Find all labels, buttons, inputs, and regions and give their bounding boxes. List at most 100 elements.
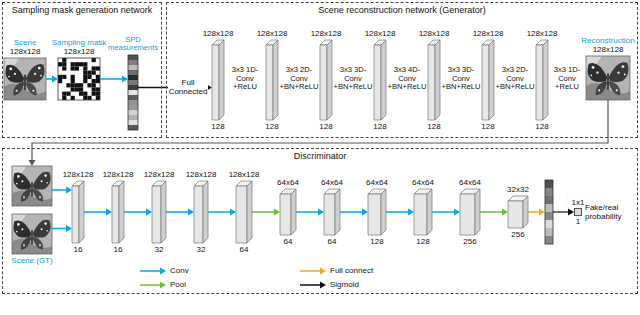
feature-map-shape	[536, 40, 548, 120]
label-text: 128x128	[311, 29, 342, 38]
label-text: 128	[373, 122, 386, 131]
label-text: 128	[265, 122, 278, 131]
feature-map: 128x128128	[428, 40, 440, 120]
reconstruction-image	[586, 56, 630, 100]
label-text: Sampling mask generation network	[3, 3, 161, 15]
feature-map-shape	[414, 189, 432, 235]
connector-arrow	[208, 209, 236, 216]
feature-map: 128x12832	[152, 181, 166, 243]
feature-map: 128x12864	[236, 181, 252, 243]
feature-map-shape	[374, 40, 386, 120]
connector-arrow	[46, 76, 58, 83]
feature-map: 128x128128	[212, 40, 224, 120]
feature-map: 128x128128	[536, 40, 548, 120]
feature-map: 128x12832	[194, 181, 208, 243]
feature-map-shape	[324, 189, 340, 235]
feature-map-shape	[212, 40, 224, 120]
feature-map: 128x12816	[112, 181, 124, 243]
feature-map: 64x64128	[414, 189, 432, 235]
connector-arrow	[432, 209, 460, 216]
label-text: 128	[319, 122, 332, 131]
label-stack: Sampling mask128x128	[52, 38, 107, 56]
label-text: 64x64	[366, 178, 388, 187]
label-stack: 128	[370, 237, 383, 246]
label-stack: 128	[535, 122, 548, 131]
label-text: Discriminator	[3, 149, 637, 161]
feature-map: 64x6464	[280, 189, 296, 235]
feature-map-shape	[428, 40, 440, 120]
label-text: 32	[155, 245, 164, 254]
feature-map: 128x128128	[374, 40, 386, 120]
output-unit: 1x11Fake/real probability	[574, 208, 582, 216]
feature-map: 32x32256	[508, 196, 528, 228]
label-stack: 16	[74, 245, 83, 254]
label-stack: 64x64	[366, 178, 388, 187]
feature-map: 128x128128	[266, 40, 278, 120]
connector-arrow	[100, 76, 128, 83]
label-text: 3x3 1D-Conv +ReLU	[225, 66, 265, 92]
label-stack: 128x128	[203, 29, 234, 38]
label-text: 3x3 2D-Conv +BN+ReLU	[279, 66, 319, 92]
feature-map-shape	[236, 181, 252, 243]
label-text: 128x128	[186, 170, 217, 179]
label-text: Fake/real probability	[585, 203, 633, 221]
sigmoid-arrow	[553, 209, 574, 216]
legend-item: Conv	[140, 266, 189, 275]
label-stack: 128x128	[103, 170, 134, 179]
feature-map: 64x64128	[368, 189, 386, 235]
image-panel: Scene128x128	[4, 58, 46, 100]
feature-map: 128x128128	[320, 40, 332, 120]
connector-arrow	[124, 209, 152, 216]
label-stack: 64x64	[277, 178, 299, 187]
label-text: 3x3 1D-Conv +ReLU	[549, 66, 585, 92]
label-text: 128x128	[103, 170, 134, 179]
label-text: 128x128	[203, 29, 234, 38]
label-stack: 128	[481, 122, 494, 131]
label-text: Full connect	[330, 266, 373, 275]
label-text: 128	[370, 237, 383, 246]
label-stack: 128	[373, 122, 386, 131]
label-stack: 64x64	[412, 178, 434, 187]
label-text: Reconstruction	[581, 36, 634, 45]
feature-map-shape	[482, 40, 494, 120]
feature-map: 128x12816	[72, 181, 84, 243]
operation-label: 3x3 1D-Conv +ReLU	[549, 66, 585, 92]
ground-truth-image	[12, 214, 52, 254]
label-text: 1x1	[572, 198, 585, 207]
label-stack: Scene128x128	[10, 38, 41, 56]
operation-label: 3x3 2D-Conv +BN+ReLU	[495, 66, 535, 92]
label-text: 64	[284, 237, 293, 246]
feature-map: 64x6464	[324, 189, 340, 235]
label-text: 64x64	[321, 178, 343, 187]
label-stack: 128	[427, 122, 440, 131]
label-text: 128x128	[257, 29, 288, 38]
edge-label: Full Connected	[168, 78, 208, 96]
feature-map-shape	[280, 189, 296, 235]
label-text: 256	[511, 230, 524, 239]
label-stack: 1	[576, 217, 580, 226]
label-text: 128	[427, 122, 440, 131]
image-panel: Sampling mask128x128	[58, 58, 100, 100]
label-stack: 64	[328, 237, 337, 246]
label-stack: 128x128	[229, 170, 260, 179]
feature-map-shape	[72, 181, 84, 243]
label-stack: 128x128	[473, 29, 504, 38]
label-stack: 128	[211, 122, 224, 131]
label-text: 16	[74, 245, 83, 254]
label-stack: 128x128	[527, 29, 558, 38]
label-text: 64x64	[277, 178, 299, 187]
label-text: Pool	[170, 280, 186, 289]
feature-map-shape	[508, 196, 528, 228]
feature-map: 64x64256	[460, 189, 480, 235]
label-text: Scene reconstruction network (Generator)	[167, 3, 637, 15]
operation-label: 3x3 3D-Conv +BN+ReLU	[441, 66, 481, 92]
label-stack: 32	[155, 245, 164, 254]
label-text: Full Connected	[168, 78, 208, 96]
label-text: Sampling mask	[52, 38, 107, 47]
operation-label: 3x3 4D-Conv +BN+ReLU	[387, 66, 427, 92]
conv-arrow	[52, 187, 72, 194]
label-stack: 32x32	[507, 185, 529, 194]
label-text: 128x128	[63, 170, 94, 179]
label-text: 3x3 3D-Conv +BN+ReLU	[441, 66, 481, 92]
label-stack: 64	[284, 237, 293, 246]
